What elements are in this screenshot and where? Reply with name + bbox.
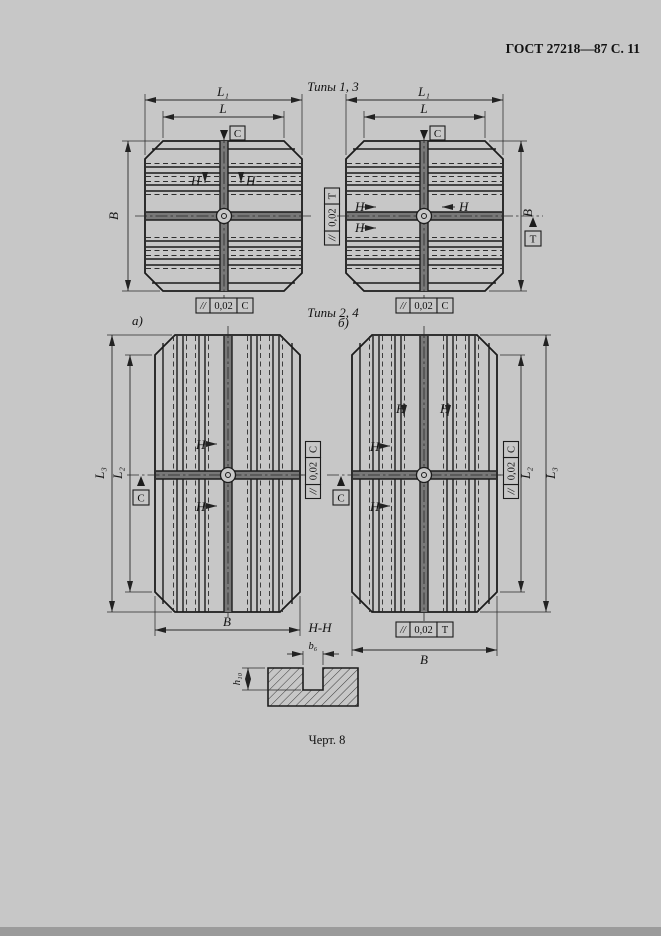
dims-top-left: L₁ L В С [106,84,303,292]
datum-triangle-icon [529,217,537,227]
fcf-parallel-T-middle: // 0,02 Т [323,187,341,246]
parallel-icon: // [507,488,518,496]
dim-L3: L₃ [92,467,107,480]
parallel-icon: // [399,625,407,636]
tolerance-value: 0,02 [414,301,432,312]
view-label-a: а) [132,313,143,328]
table-outline [144,140,303,292]
page-bottom-edge [0,927,661,936]
dim-B: В [223,614,231,629]
datum-flag-T: Т [524,217,542,247]
datum-letter: Т [530,234,537,246]
table-type13-left: Н Н [135,131,312,300]
h-label: Н [395,401,406,416]
view-label-b: б) [338,315,349,330]
dim-L: L [218,101,226,116]
slot-cross-section [267,667,359,707]
table-outline [154,334,301,613]
table-type24-right: Н Н Н Н [327,326,501,621]
table-type24-left: Н Н [127,326,321,617]
parallel-icon: // [399,301,407,312]
parallel-icon: // [199,301,207,312]
center-hole [415,466,433,484]
tolerance-value: 0,02 [328,208,339,226]
datum-ref: С [309,446,320,453]
h-label: Н [458,199,469,214]
dim-b6: b₆ [309,641,318,652]
h-label: Н [439,401,450,416]
tolerance-value: 0,02 [309,462,320,480]
section-marker-H: Н Н [195,437,217,514]
figure-caption: Черт. 8 [309,733,346,747]
dim-L: L [419,101,427,116]
table-type13-right: Н Н Н [337,131,543,300]
dim-L2: L₂ [518,467,533,480]
datum-letter: С [137,493,144,505]
fcf-parallel-C-bottom-right: // 0,02 С [502,440,520,500]
h-label: Н [354,220,365,235]
title-types-2-4: Типы 2, 4 [307,305,359,320]
fcf-parallel-T-bottom-right: // 0,02 Т [395,621,454,638]
section-marker-H-left: Н Н [190,172,256,188]
tolerance-value: 0,02 [214,301,232,312]
section-marker-H: Н Н Н Н [369,401,451,514]
datum-flag-C: С [420,125,446,141]
dim-L1: L₁ [417,84,430,99]
h-label: Н [195,437,206,452]
datum-triangle-icon [220,130,228,140]
h-label: Н [369,499,380,514]
datum-ref: Т [442,625,449,636]
dim-L2: L₂ [110,467,125,480]
tolerance-value: 0,02 [414,625,432,636]
dims-top-right: L₁ L В С Т [345,84,542,292]
dim-B: В [520,209,535,217]
section-marker-H-right: Н Н Н [354,199,469,235]
h-label: Н [245,173,256,188]
dim-h10: h₁₀ [232,672,243,685]
datum-letter: С [234,128,241,140]
page-header: ГОСТ 27218—87 С. 11 [506,41,641,56]
center-hole [415,207,433,225]
datum-ref: С [441,301,448,312]
dims-bottom-right: С L₂ L₃ В [332,334,558,667]
parallel-icon: // [309,488,320,496]
section-view-H-H: Н-Н b₆ h₁₀ [232,620,359,707]
datum-ref: Т [328,192,339,199]
fcf-parallel-C-bottom-left: // 0,02 С [304,440,322,500]
fcf-parallel-C-top-left: // 0,02 С [195,297,254,314]
parallel-icon: // [328,234,339,242]
table-outline [351,334,498,613]
h-label: Н [190,173,201,188]
table-outline [345,140,504,292]
dim-L3: L₃ [543,467,558,480]
dims-bottom-left: L₃ L₂ С В [92,334,301,636]
datum-triangle-icon [420,130,428,140]
center-hole [215,207,233,225]
dim-B: В [420,652,428,667]
datum-letter: С [337,493,344,505]
tolerance-value: 0,02 [507,462,518,480]
datum-ref: С [241,301,248,312]
datum-flag-C: С [132,476,150,506]
datum-flag-C: С [220,125,246,141]
section-title: Н-Н [307,620,332,635]
fcf-parallel-C-top-right: // 0,02 С [395,297,454,314]
datum-triangle-icon [337,476,345,486]
datum-letter: С [434,128,441,140]
title-types-1-3: Типы 1, 3 [307,79,359,94]
center-hole [219,466,237,484]
dim-B: В [106,212,121,220]
datum-ref: С [507,446,518,453]
h-label: Н [369,439,380,454]
h-label: Н [354,199,365,214]
datum-flag-C: С [332,476,350,506]
dim-L1: L₁ [216,84,229,99]
datum-triangle-icon [137,476,145,486]
h-label: Н [195,499,206,514]
